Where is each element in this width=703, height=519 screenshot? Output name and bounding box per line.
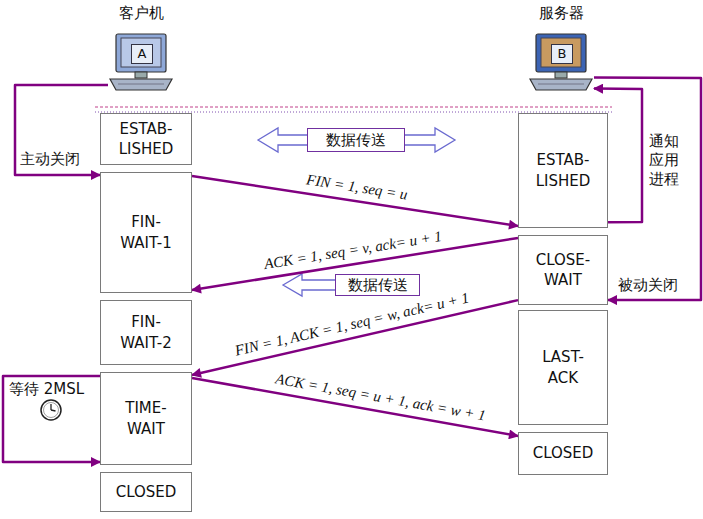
state-box: ESTAB- LISHED: [518, 113, 608, 228]
edge-label: 主动关闭: [18, 150, 82, 168]
state-text: FIN- WAIT-1: [112, 212, 180, 253]
host-name: 服务器: [508, 4, 614, 23]
state-box: FIN- WAIT-1: [100, 172, 192, 293]
edge-label: FIN = 1, ACK = 1, seq = w, ack= u + 1: [231, 288, 472, 360]
clock-icon: [41, 400, 61, 420]
host-id: B: [551, 44, 573, 64]
message-arrow: [3, 376, 100, 462]
state-box: CLOSED: [100, 472, 192, 512]
state-text: LAST- ACK: [530, 347, 596, 388]
message-arrow: [594, 78, 701, 301]
state-box: CLOSED: [518, 432, 608, 475]
message-arrow: [192, 300, 518, 375]
state-text: ESTAB- LISHED: [530, 150, 596, 191]
note-box: 数据传送: [307, 128, 405, 152]
edge-label: ACK = 1, seq = v, ack= u + 1: [261, 227, 445, 274]
state-text: TIME- WAIT: [112, 398, 180, 439]
computer-node: 客户机A: [108, 4, 174, 96]
note-box: 数据传送: [335, 274, 420, 296]
state-text: CLOSED: [533, 443, 594, 463]
hollow-double-arrow: [258, 128, 455, 152]
host-id: A: [131, 44, 153, 64]
state-text: 数据传送: [326, 131, 386, 150]
state-text: ESTAB- LISHED: [112, 119, 180, 160]
state-text: 数据传送: [348, 276, 408, 295]
computer-node: 服务器B: [528, 4, 594, 96]
edge-label: FIN = 1, seq = u: [303, 170, 410, 204]
message-arrow: [15, 85, 108, 175]
edge-label: 通知 应用 进程: [647, 132, 683, 188]
state-box: LAST- ACK: [518, 310, 608, 425]
state-box: CLOSE- WAIT: [518, 235, 608, 305]
state-box: FIN- WAIT-2: [100, 300, 192, 365]
divider-line: [95, 107, 612, 108]
host-name: 客户机: [88, 4, 194, 23]
state-text: CLOSE- WAIT: [530, 250, 596, 291]
state-text: FIN- WAIT-2: [112, 312, 180, 353]
edge-label: ACK = 1, seq = u + 1, ack = w + 1: [272, 369, 489, 425]
edge-label: 等待 2MSL: [7, 380, 86, 398]
edge-label: 被动关闭: [616, 276, 680, 294]
hollow-left-arrow: [283, 274, 340, 296]
state-box: ESTAB- LISHED: [100, 113, 192, 165]
state-box: TIME- WAIT: [100, 372, 192, 465]
state-text: CLOSED: [116, 482, 177, 502]
